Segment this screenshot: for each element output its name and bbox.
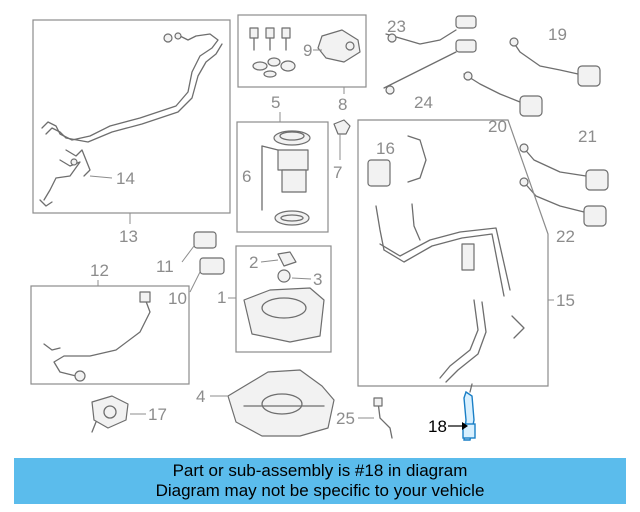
part-19-sensor [509,37,601,87]
callout-23: 23 [387,17,406,36]
callout-3: 3 [313,270,322,289]
callout-9: 9 [303,41,312,60]
callout-25: 25 [336,409,355,428]
info-banner: Part or sub-assembly is #18 in diagram D… [14,458,626,504]
callout-7: 7 [333,163,342,182]
callout-8: 8 [338,95,347,114]
callout-15: 15 [556,291,575,310]
callout-5: 5 [271,93,280,112]
part-24-sensor [383,39,477,95]
callout-19: 19 [548,25,567,44]
callout-10: 10 [168,289,187,308]
callout-1: 1 [217,288,226,307]
part-21-sensor [519,143,609,191]
callout-20: 20 [488,117,507,136]
callout-16: 16 [376,139,395,158]
callout-6: 6 [242,167,251,186]
part-9-bolt-set [237,14,367,88]
callout-24: 24 [414,93,433,112]
part-10-connector [189,257,225,293]
callout-21: 21 [578,127,597,146]
callout-18: 18 [428,417,447,436]
part-17-valve [91,395,129,433]
part-11-connector [181,231,217,263]
banner-line-1: Part or sub-assembly is #18 in diagram [172,461,468,480]
banner-line-2: Diagram may not be specific to your vehi… [155,481,485,500]
part-1-fuel-tank [235,245,332,353]
part-7-clip [333,119,351,160]
part-25-hose [373,397,393,439]
callout-11: 11 [156,257,174,276]
part-20-sensor [463,71,543,117]
callout-13: 13 [119,227,138,246]
callout-17: 17 [148,405,167,424]
part-15-hose-assembly [357,119,549,387]
callout-2: 2 [249,253,258,272]
part-12-cable [30,285,190,385]
part-18-vent-tube [462,383,476,441]
part-13-line-assembly [32,19,231,214]
callout-4: 4 [196,387,205,406]
parts-diagram: 14 13 9 8 5 6 7 [30,14,609,441]
callout-12: 12 [90,261,109,280]
part-4-tank-shield [227,369,335,437]
callout-22: 22 [556,227,575,246]
part-23-sensor [385,15,477,45]
part-6-pump-module [236,121,329,233]
callout-14: 14 [116,169,135,188]
part-22-sensor [519,177,607,227]
